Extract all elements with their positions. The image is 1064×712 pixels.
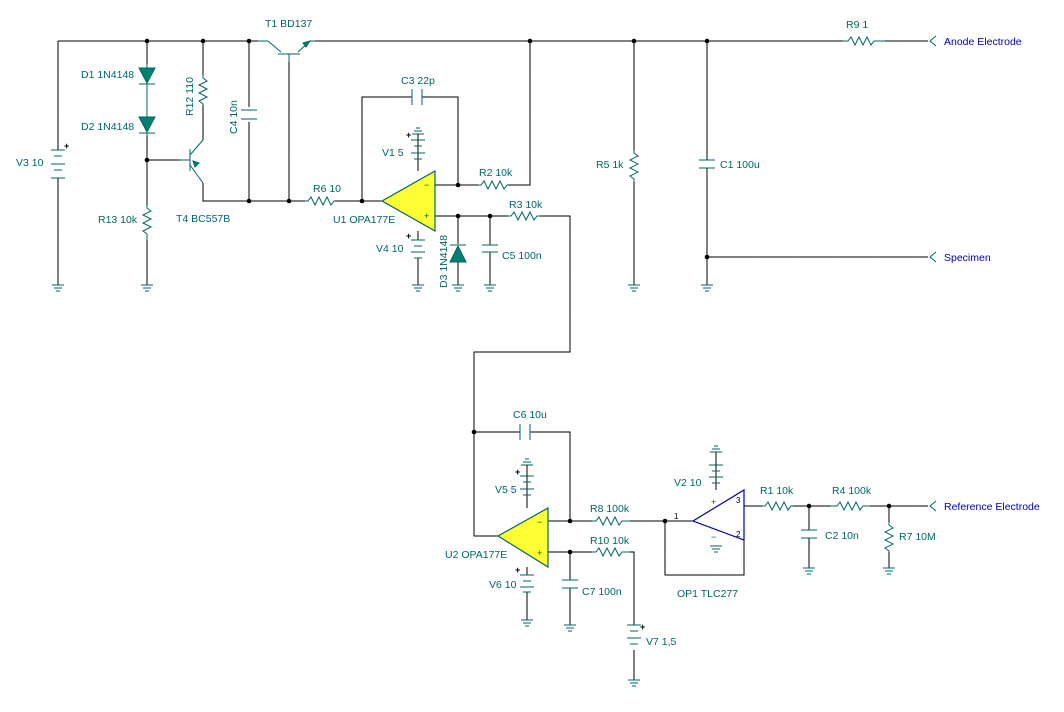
battery-v4: + V4 10: [376, 231, 425, 259]
pin-2: 2: [736, 530, 741, 539]
label-op1: OP1 TLC277: [677, 588, 738, 600]
terminal-specimen: Specimen: [929, 251, 991, 264]
wires: [57, 40, 928, 680]
label-v1: V1 5: [382, 147, 404, 159]
capacitor-c6: C6 10u: [513, 409, 547, 440]
junction-dots: [144, 38, 892, 555]
pin-1: 1: [674, 512, 679, 521]
label-v6: V6 10: [489, 579, 517, 591]
label-t1: T1 BD137: [265, 18, 312, 30]
label-c5: C5 100n: [502, 250, 542, 262]
label-r4: R4 100k: [832, 485, 872, 497]
label-v3: V3 10: [16, 157, 44, 169]
label-d3: D3 1N4148: [438, 235, 450, 288]
capacitor-c1: C1 100u: [699, 159, 760, 171]
label-c7: C7 100n: [582, 586, 622, 598]
minus-sign: −: [537, 517, 542, 527]
resistor-r6: R6 10: [305, 183, 341, 207]
plus-sign: +: [515, 565, 520, 575]
capacitor-c7: C7 100n: [562, 579, 622, 598]
resistor-r4: R4 100k: [830, 485, 872, 512]
label-r12: R12 110: [184, 77, 196, 116]
label-r6: R6 10: [313, 183, 341, 195]
label-d2: D2 1N4148: [81, 121, 134, 133]
minus-sign: −: [711, 532, 716, 542]
plus-sign: +: [515, 467, 520, 477]
label-anode-electrode: Anode Electrode: [944, 36, 1022, 48]
resistor-r1: R1 10k: [760, 485, 794, 512]
battery-v1: + V1 5: [382, 130, 425, 160]
resistor-r5: R5 1k: [596, 150, 640, 182]
opamp-op1: + − 1 3 2 OP1 TLC277: [674, 488, 745, 600]
label-c4: C4 10n: [228, 100, 240, 134]
label-r9: R9 1: [846, 19, 868, 31]
capacitor-c2: C2 10n: [801, 529, 859, 542]
diode-d1: D1 1N4148: [81, 64, 156, 112]
label-r5: R5 1k: [596, 159, 624, 171]
label-v5: V5 5: [495, 484, 517, 496]
resistor-r9: R9 1: [843, 19, 885, 47]
resistor-r10: R10 10k: [590, 535, 630, 558]
terminal-anode: Anode Electrode: [929, 35, 1022, 48]
label-v4: V4 10: [376, 243, 404, 255]
opamp-u2: − + U2 OPA177E: [445, 506, 549, 569]
label-r3: R3 10k: [509, 199, 543, 211]
terminal-reference: Reference Electrode: [929, 500, 1040, 513]
label-v7: V7 1,5: [646, 636, 677, 648]
capacitor-c4: C4 10n: [228, 100, 257, 134]
resistor-r2: R2 10k: [478, 167, 513, 191]
label-r8: R8 100k: [590, 503, 630, 515]
label-reference-electrode: Reference Electrode: [944, 501, 1040, 513]
resistor-r13: R13 10k: [98, 205, 153, 240]
label-u1: U1 OPA177E: [333, 214, 395, 226]
ground-symbols: [52, 127, 895, 687]
label-u2: U2 OPA177E: [445, 549, 507, 561]
diode-d2: D2 1N4148: [81, 112, 156, 136]
resistor-r12: R12 110: [184, 75, 209, 116]
label-c3: C3 22p: [401, 75, 435, 87]
resistor-r7: R7 10M: [883, 522, 936, 552]
plus-sign: +: [406, 231, 411, 241]
minus-sign: −: [424, 180, 429, 190]
transistor-t1: T1 BD137: [258, 18, 315, 62]
resistor-r8: R8 100k: [590, 503, 630, 527]
resistor-r3: R3 10k: [508, 199, 543, 222]
label-d1: D1 1N4148: [81, 69, 134, 81]
label-c2: C2 10n: [825, 530, 859, 542]
diode-d3: D3 1N4148: [438, 235, 467, 288]
opamp-u1: − + U1 OPA177E: [333, 169, 436, 233]
label-t4: T4 BC557B: [176, 213, 230, 225]
plus-sign: +: [406, 130, 411, 140]
label-r1: R1 10k: [760, 485, 794, 497]
label-c1: C1 100u: [720, 159, 760, 171]
plus-sign: +: [424, 211, 429, 221]
battery-v7: + V7 1,5: [627, 622, 677, 648]
capacitor-c5: C5 100n: [482, 244, 542, 262]
plus-sign: +: [711, 497, 716, 507]
label-specimen: Specimen: [944, 252, 991, 264]
label-r10: R10 10k: [590, 535, 630, 547]
label-r7: R7 10M: [899, 531, 936, 543]
battery-v6: + V6 10: [489, 565, 534, 593]
plus-sign: +: [640, 622, 645, 632]
transistor-t4: T4 BC557B: [176, 139, 230, 225]
label-v2: V2 10: [674, 477, 702, 489]
label-r13: R13 10k: [98, 214, 138, 226]
pin-3: 3: [736, 496, 741, 505]
battery-v3: + V3 10: [16, 141, 69, 179]
label-r2: R2 10k: [479, 167, 513, 179]
plus-sign: +: [64, 141, 69, 151]
plus-sign: +: [537, 548, 542, 558]
capacitor-c3: C3 22p: [401, 75, 435, 105]
label-c6: C6 10u: [513, 409, 547, 421]
